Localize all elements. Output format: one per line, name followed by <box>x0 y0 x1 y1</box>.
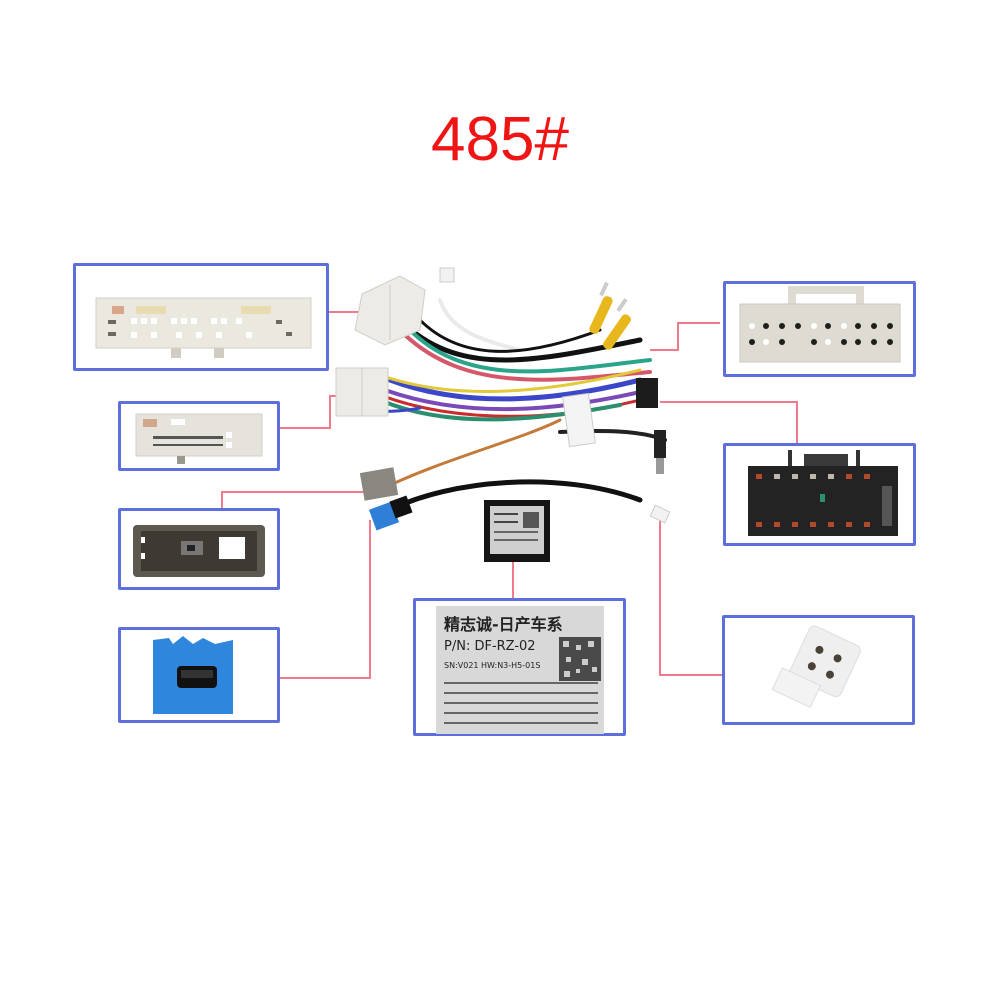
black-plug <box>636 378 658 408</box>
label-part-number: P/N: DF-RZ-02 <box>444 639 536 654</box>
white-24pin-connector-icon <box>135 413 263 464</box>
component-box-head-unit-20pin-connector <box>723 281 916 377</box>
white-4pin-connector-icon <box>771 625 861 709</box>
component-box-head-unit-16pin-connector <box>723 443 916 546</box>
harness-plug-white-medium <box>335 367 389 417</box>
white-20pin-connector-icon <box>739 286 901 363</box>
product-code-title: 485# <box>431 105 569 174</box>
label-brand: 精志诚-日产车系 <box>444 615 563 634</box>
blue-usb-plug <box>368 495 413 531</box>
wire-bundle <box>368 298 667 513</box>
qr-code-icon <box>444 637 601 724</box>
component-box-4pin-white-connector <box>722 615 915 725</box>
label-serial: SN:V021 HW:N3-H5-01S <box>444 661 541 670</box>
component-box-main-40pin-connector <box>73 263 329 371</box>
blue-usb-connector-icon <box>153 636 233 714</box>
grey-antenna-plug <box>359 467 399 501</box>
harness-plug-white-large <box>354 275 426 346</box>
small-4pin-plug <box>649 504 671 524</box>
antenna-jack <box>654 430 666 474</box>
component-box-antenna-adapter-connector <box>118 508 280 590</box>
small-white-plug <box>439 267 455 283</box>
wire-label-tag <box>562 392 596 448</box>
component-box-secondary-24pin-connector <box>118 401 280 471</box>
grey-antenna-adapter-icon <box>133 525 265 577</box>
rca-yellow-plugs <box>589 281 631 350</box>
black-16pin-iso-connector-icon <box>748 450 898 536</box>
white-40pin-connector-icon <box>95 297 312 358</box>
component-box-canbus-decoder-label: 精志诚-日产车系 P/N: DF-RZ-02 SN:V021 HW:N3-H5-… <box>413 598 626 736</box>
canbus-decoder-box <box>484 500 550 562</box>
leader-lines <box>221 311 798 679</box>
component-box-usb-blue-connector <box>118 627 280 723</box>
